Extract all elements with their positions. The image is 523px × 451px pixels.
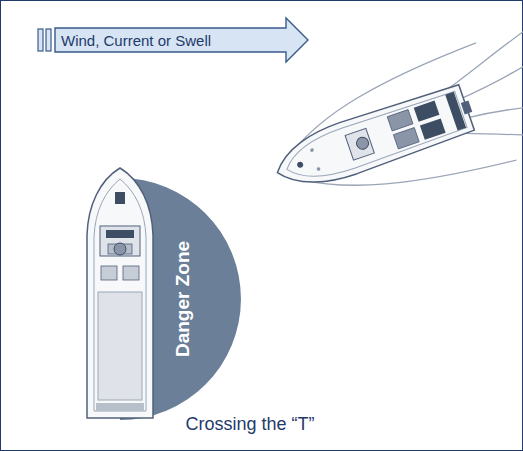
wind-arrow: Wind, Current or Swell <box>55 18 308 62</box>
hull <box>87 168 153 418</box>
console <box>345 128 374 160</box>
wind-arrow-shape <box>55 18 308 62</box>
seat <box>414 100 440 121</box>
wake-lines <box>466 81 523 141</box>
bow-hatch <box>115 192 125 204</box>
deck <box>98 292 142 400</box>
gunwale <box>280 90 468 190</box>
transom <box>96 403 144 411</box>
windshield <box>100 226 140 256</box>
arrow-tail-bars <box>46 29 51 51</box>
transom <box>445 92 466 131</box>
steering-wheel <box>355 136 370 151</box>
wake-lines <box>453 43 523 99</box>
seat <box>123 266 139 280</box>
caption: Crossing the “T” <box>0 414 500 435</box>
wind-arrow-label: Wind, Current or Swell <box>61 32 211 49</box>
hull <box>269 82 476 198</box>
console <box>108 244 132 254</box>
bow-hatch <box>296 161 304 169</box>
seat <box>101 266 117 280</box>
gunwale <box>94 179 146 411</box>
seat <box>393 128 419 149</box>
cleat <box>310 148 315 153</box>
cleat <box>316 167 321 172</box>
dashboard <box>106 230 134 238</box>
wake-lines <box>273 0 523 247</box>
wake-lines <box>465 81 523 192</box>
outboard-motor <box>461 100 472 114</box>
seat <box>420 118 446 139</box>
arrow-tail-bars <box>38 29 51 51</box>
danger-zone-label: Danger Zone <box>172 241 194 357</box>
steering-wheel <box>114 243 126 255</box>
seat <box>387 110 413 131</box>
arrow-tail-bars <box>38 29 43 51</box>
